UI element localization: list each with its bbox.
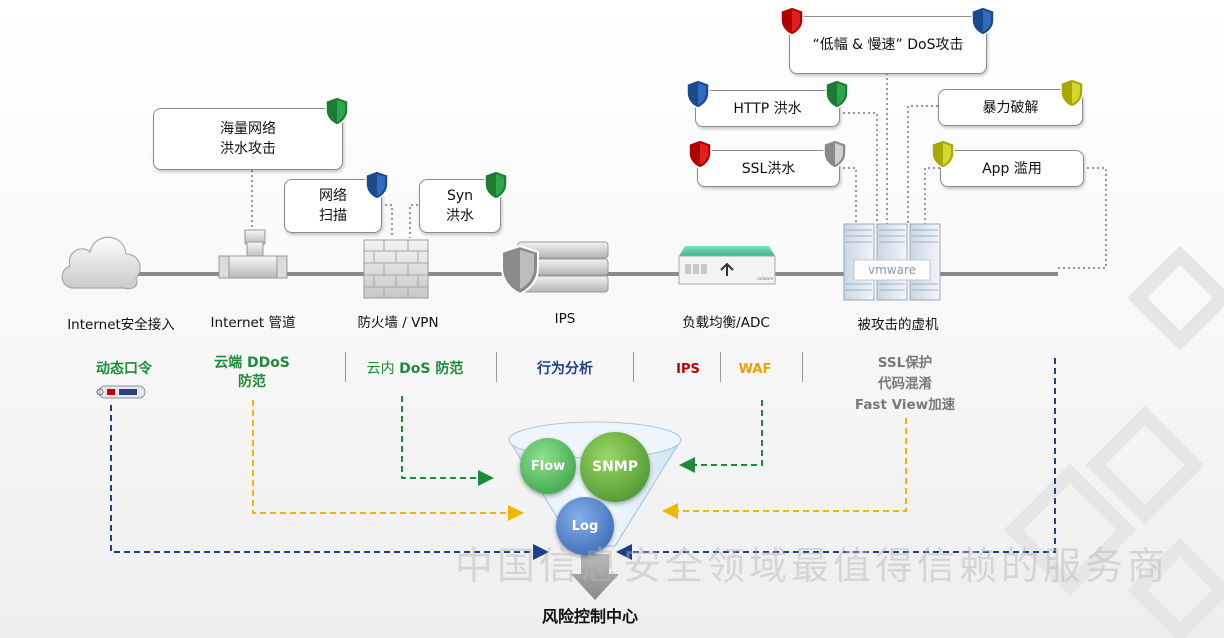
watermark: 中国信息安全领域最值得信赖的服务商: [455, 544, 1170, 588]
label-ips: IPS: [554, 311, 576, 327]
cloud-icon: [61, 236, 141, 290]
server-rack-icon: vmware: [843, 223, 941, 301]
snmp-label: SNMP: [592, 459, 638, 475]
shield-icon: [686, 79, 710, 109]
cat-fastview: Fast View加速: [854, 397, 956, 413]
funnel-log: Log: [556, 497, 614, 555]
firewall-icon: [363, 239, 429, 299]
cat-cloud-dos-bold: DoS 防范: [399, 361, 464, 377]
shield-icon: [365, 170, 389, 200]
vmware-brand: vmware: [868, 263, 916, 277]
divider: [345, 352, 346, 382]
divider: [633, 352, 634, 382]
shield-icon: [780, 6, 804, 36]
shield-icon: [931, 139, 955, 169]
cat-ips: IPS: [676, 362, 700, 377]
cat-code-obfuscation: 代码混淆: [878, 376, 932, 392]
label-attacked-vm: 被攻击的虚机: [857, 317, 939, 333]
callout-app-abuse: App 滥用: [940, 150, 1084, 187]
divider: [496, 352, 497, 382]
shield-icon: [688, 139, 712, 169]
shield-icon: [484, 170, 508, 200]
cat-ssl-protection: SSL保护: [877, 355, 933, 371]
callout-ssl-flood: SSL洪水: [697, 150, 840, 187]
label-internet-pipe: Internet 管道: [210, 315, 296, 331]
shield-icon: [823, 139, 847, 169]
callout-brute-force: 暴力破解: [938, 89, 1083, 126]
shield-icon: [971, 6, 995, 36]
callout-low-slow-dos: “低幅 & 慢速” DoS攻击: [789, 16, 987, 74]
shield-icon: [1060, 78, 1084, 108]
radware-brand: radware: [757, 276, 774, 281]
callout-network-scan: 网络 扫描: [284, 179, 382, 233]
shield-icon: [825, 79, 849, 109]
divider: [720, 352, 721, 382]
shield-icon: [325, 96, 349, 126]
pipe-icon: [218, 229, 288, 279]
funnel-snmp: SNMP: [580, 432, 650, 502]
cat-cloud-dos-prefix: 云内: [366, 361, 400, 377]
log-label: Log: [571, 518, 599, 534]
cat-waf: WAF: [738, 362, 772, 377]
ips-appliance-icon: [501, 241, 609, 296]
divider: [802, 352, 803, 382]
label-firewall-vpn: 防火墙 / VPN: [357, 315, 439, 331]
callout-flood-attack: 海量网络 洪水攻击: [153, 108, 343, 170]
funnel-flow: Flow: [520, 438, 576, 494]
cat-cloud-ddos: 云端 DDoS 防范: [214, 355, 290, 390]
cat-dynamic-token: 动态口令: [96, 361, 152, 377]
label-internet-access: Internet安全接入: [67, 317, 175, 333]
risk-control-center-label: 风险控制中心: [541, 607, 638, 626]
token-icon: [96, 385, 146, 399]
cat-behavior-analysis: 行为分析: [537, 361, 593, 377]
callout-http-flood: HTTP 洪水: [695, 90, 840, 127]
load-balancer-icon: radware: [678, 246, 776, 285]
cat-cloud-dos: 云内 DoS 防范: [352, 360, 478, 379]
label-load-balancer: 负载均衡/ADC: [682, 315, 770, 331]
flow-label: Flow: [530, 458, 566, 474]
